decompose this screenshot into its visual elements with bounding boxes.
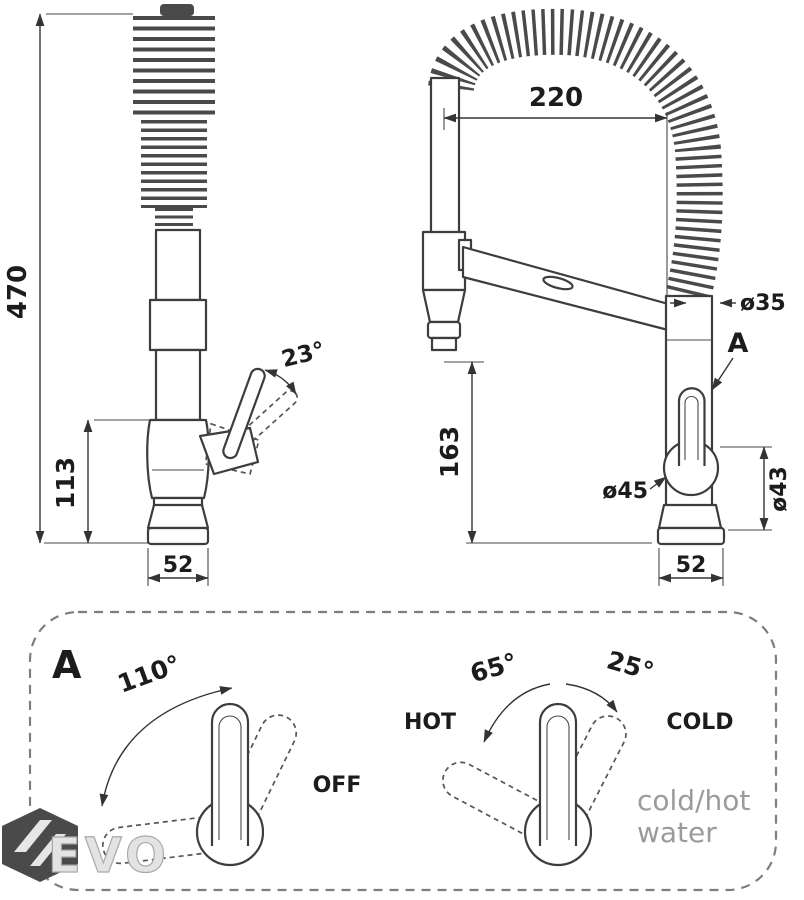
- logo-badge: [2, 808, 78, 882]
- spray-aerator: [430, 336, 458, 352]
- spray-pipe: [429, 76, 461, 236]
- faucet-body-upper: [154, 228, 202, 302]
- panel-title: A: [52, 643, 82, 687]
- logo-glyph: [30, 834, 66, 866]
- logo-text: EVO: [48, 828, 170, 884]
- handle-loop-inner: [684, 395, 699, 460]
- angle-arc-23: [264, 369, 297, 395]
- off-label: OFF: [313, 773, 362, 798]
- arc-65: [483, 683, 551, 743]
- dim-handle-dia: ø45: [602, 479, 648, 504]
- leader-handle-dia: [649, 476, 667, 490]
- panel-border: [28, 610, 778, 892]
- base-cone-side: [657, 503, 723, 530]
- handle-solid: [538, 702, 578, 846]
- faucet-body-lower: [154, 348, 202, 422]
- lever: [222, 367, 266, 460]
- dim-hose-dia: ø35: [740, 291, 786, 316]
- handle-ghost-cold: [534, 715, 627, 854]
- handle-ghost-left: [102, 811, 247, 865]
- side-view: 220 163 ø35 A ø45 ø43 52: [421, 8, 792, 586]
- spray-head-taper: [421, 288, 467, 324]
- handle-mixing-diagram: 65° 25° HOT COLD cold/hot water: [404, 645, 750, 867]
- angle-25-label: 25°: [604, 645, 657, 686]
- logo-glyph: [14, 820, 52, 852]
- cold-label: COLD: [666, 710, 733, 735]
- dim-height: 470: [3, 265, 33, 319]
- base-cone: [146, 503, 210, 530]
- arc-110: [99, 686, 233, 807]
- handle-ghost-hot: [442, 761, 580, 856]
- arm-button: [542, 275, 574, 291]
- coil-top-cap: [160, 4, 194, 16]
- handle-ghost-right: [206, 714, 298, 853]
- hot-label: HOT: [404, 710, 456, 735]
- dim-reach: 220: [529, 83, 583, 113]
- base-plate-side: [656, 526, 726, 546]
- spray-nozzle: [426, 320, 462, 340]
- detail-mark: A: [728, 328, 749, 359]
- caption-line1: cold/hot: [637, 784, 750, 817]
- spring-hose: [428, 8, 723, 302]
- angle-65-label: 65°: [467, 647, 520, 688]
- angle-110-label: 110°: [114, 649, 185, 698]
- dim-base-dia: ø43: [767, 466, 792, 512]
- base-plate: [146, 526, 210, 546]
- dim-spout-height: 113: [51, 457, 80, 509]
- dim-base-width: 52: [163, 553, 194, 578]
- arc-25: [565, 683, 618, 713]
- caption-line2: water: [637, 816, 717, 849]
- dim-handle-angle: 23°: [279, 337, 328, 373]
- handle-solid-inner: [546, 715, 570, 840]
- dim-spray-height: 163: [435, 426, 464, 478]
- front-view: 23° 470 113 52: [3, 4, 328, 586]
- brand-logo: EVO: [2, 808, 170, 885]
- faucet-body-collar: [148, 298, 208, 352]
- detail-leader: [711, 357, 734, 391]
- dim-base-width-side: 52: [676, 553, 707, 578]
- handle-solid: [210, 702, 250, 846]
- spout-head: [146, 418, 210, 500]
- handle-loop: [677, 387, 706, 466]
